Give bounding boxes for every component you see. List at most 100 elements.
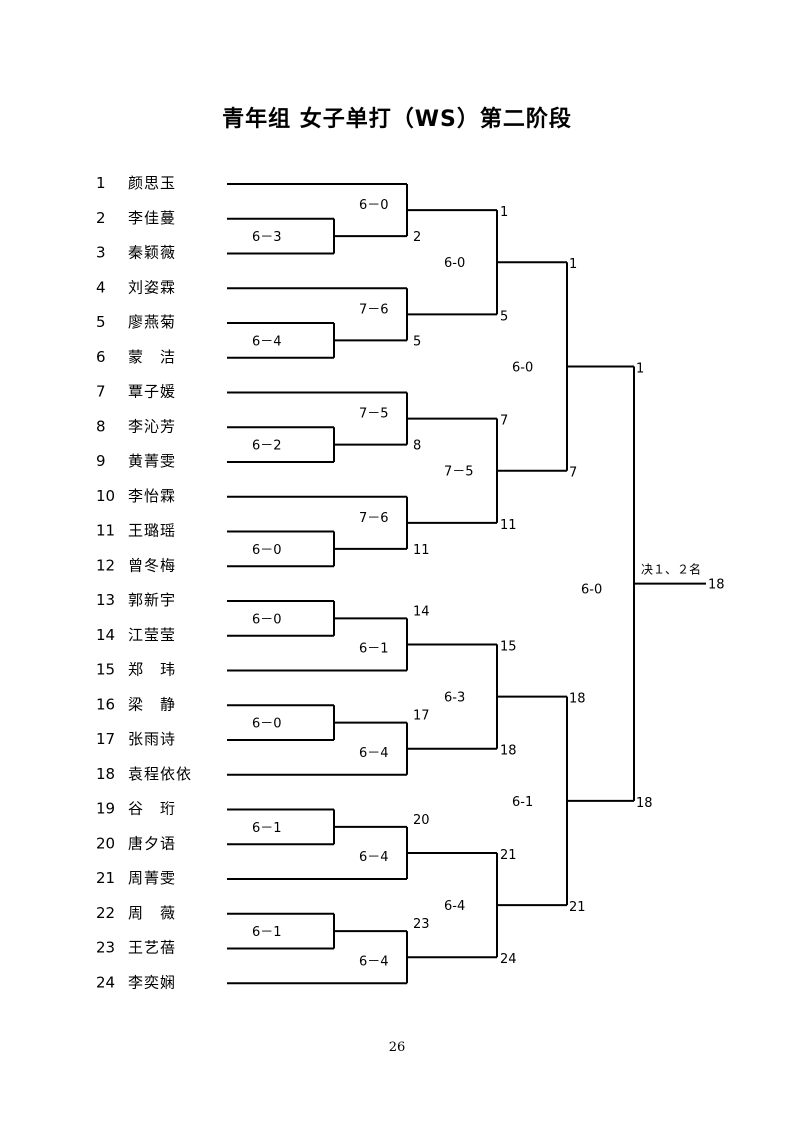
round1-winner: 17 — [413, 709, 430, 724]
round3-score: 6-0 — [444, 256, 465, 271]
player-name: 袁程依依 — [128, 765, 192, 783]
round4-score: 6-0 — [512, 360, 533, 375]
player-name: 颜思玉 — [128, 174, 176, 192]
player-seed: 24 — [96, 973, 115, 991]
round1-winner: 2 — [413, 230, 421, 245]
player-seed: 4 — [96, 278, 106, 296]
round4-winner: 18 — [636, 796, 653, 811]
round3-winner: 7 — [569, 466, 577, 481]
player-seed: 22 — [96, 904, 115, 922]
round2-score: 7－6 — [359, 302, 389, 317]
round3-winner: 1 — [569, 257, 577, 272]
player-name: 覃子媛 — [128, 383, 176, 401]
player-seed: 1 — [96, 174, 106, 192]
round1-winner: 14 — [413, 604, 430, 619]
player-seed: 13 — [96, 591, 115, 609]
round2-winner: 1 — [500, 205, 508, 220]
final-score: 6-0 — [581, 583, 602, 598]
round1-winner: 5 — [413, 334, 421, 349]
player-name: 刘姿霖 — [128, 278, 176, 296]
round1-winner: 8 — [413, 439, 421, 454]
round1-score: 6－4 — [252, 334, 282, 349]
player-seed: 15 — [96, 661, 115, 679]
player-name: 周 薇 — [128, 904, 176, 922]
round2-winner: 24 — [500, 952, 517, 967]
round1-score: 6－3 — [252, 230, 282, 245]
player-name: 秦颖薇 — [128, 244, 176, 262]
player-name: 廖燕菊 — [128, 313, 176, 331]
round4-winner: 1 — [636, 361, 644, 376]
round2-score: 6－4 — [359, 954, 389, 969]
player-name: 王璐瑶 — [128, 522, 176, 540]
player-name: 周菁雯 — [128, 869, 176, 887]
player-seed: 23 — [96, 939, 115, 957]
player-name: 曾冬梅 — [128, 556, 176, 574]
final-result: 6-0 决１、２名 18 — [581, 562, 725, 598]
page-title: 青年组 女子单打（WS）第二阶段 — [222, 107, 572, 132]
round3-score: 6-4 — [444, 899, 465, 914]
player-seed: 10 — [96, 487, 115, 505]
round4-results: 6-0 1 6-1 18 — [512, 360, 653, 810]
player-name: 李奕娴 — [128, 973, 176, 991]
player-seed: 20 — [96, 834, 115, 852]
round1-score: 6－2 — [252, 439, 282, 454]
player-name: 谷 珩 — [128, 800, 176, 818]
round1-score: 6－1 — [252, 925, 282, 940]
player-seed: 12 — [96, 556, 115, 574]
round1-score: 6－0 — [252, 543, 282, 558]
player-seed: 2 — [96, 209, 106, 227]
bracket-lines — [227, 183, 706, 985]
player-name: 李沁芳 — [128, 417, 176, 435]
round2-score: 6－4 — [359, 746, 389, 761]
round1-winner: 11 — [413, 543, 430, 558]
round3-results: 6-0 1 7－5 7 6-3 18 6-4 21 — [444, 256, 586, 915]
player-seed: 9 — [96, 452, 106, 470]
player-seed: 11 — [96, 522, 115, 540]
round3-winner: 18 — [569, 692, 586, 707]
player-name: 唐夕语 — [128, 834, 176, 852]
player-seed: 21 — [96, 869, 115, 887]
round2-score: 6－0 — [359, 198, 389, 213]
player-name: 王艺蓓 — [128, 939, 176, 957]
player-seed: 18 — [96, 765, 115, 783]
player-seed: 17 — [96, 730, 115, 748]
player-seed: 6 — [96, 348, 106, 366]
round2-winner: 7 — [500, 414, 508, 429]
round3-score: 6-3 — [444, 691, 465, 706]
round1-score: 6－1 — [252, 821, 282, 836]
final-label: 决１、２名 — [641, 562, 701, 577]
round3-winner: 21 — [569, 900, 586, 915]
round1-results: 6－3 2 6－4 5 6－2 8 6－0 11 6－0 14 6－0 17 6－1 20 6－1 23 — [252, 230, 430, 940]
player-seed: 7 — [96, 383, 106, 401]
player-name: 江莹莹 — [128, 626, 176, 644]
round2-winner: 11 — [500, 518, 517, 533]
player-name: 蒙 洁 — [128, 348, 176, 366]
round1-winner: 20 — [413, 813, 430, 828]
round2-winner: 5 — [500, 309, 508, 324]
round2-winner: 18 — [500, 744, 517, 759]
round2-score: 6－4 — [359, 850, 389, 865]
round2-score: 7－6 — [359, 511, 389, 526]
round4-score: 6-1 — [512, 795, 533, 810]
round2-score: 7－5 — [359, 407, 389, 422]
round3-score: 7－5 — [444, 465, 474, 480]
round1-score: 6－0 — [252, 612, 282, 627]
player-name: 李佳蔓 — [128, 209, 176, 227]
player-name: 郭新宇 — [128, 591, 176, 609]
round1-winner: 23 — [413, 917, 430, 932]
round1-score: 6－0 — [252, 717, 282, 732]
player-seed: 8 — [96, 417, 106, 435]
page-number: 26 — [388, 1040, 406, 1055]
player-seed: 16 — [96, 695, 115, 713]
round2-score: 6－1 — [359, 642, 389, 657]
player-name: 黄菁雯 — [128, 452, 176, 470]
player-seed: 14 — [96, 626, 115, 644]
player-name: 张雨诗 — [128, 730, 176, 748]
round2-winner: 21 — [500, 848, 517, 863]
champion: 18 — [708, 578, 725, 593]
player-seed: 3 — [96, 244, 106, 262]
